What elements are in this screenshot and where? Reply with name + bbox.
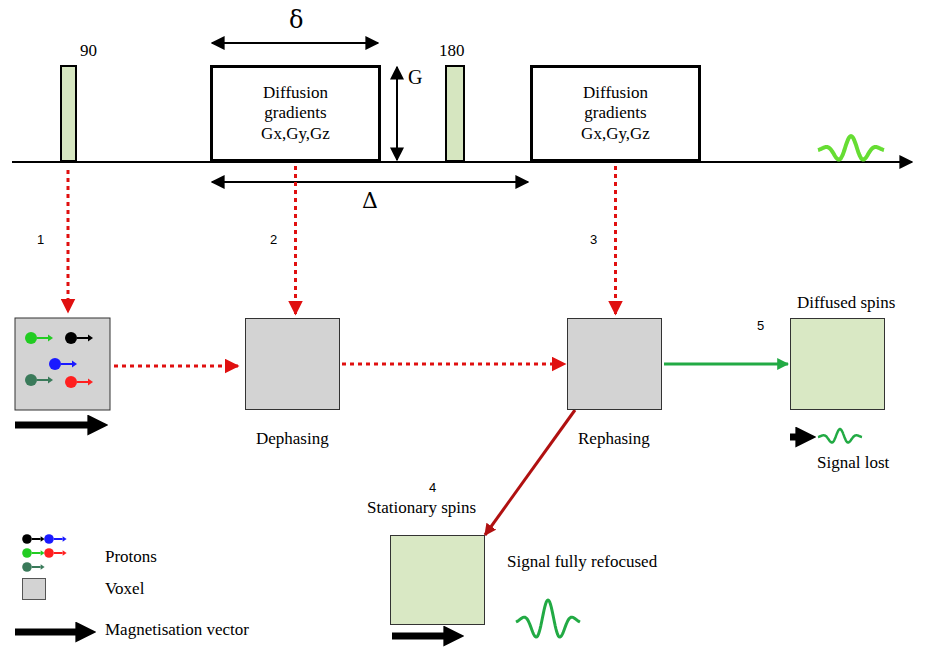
legend-text: Voxel bbox=[105, 579, 144, 599]
flow-arrow bbox=[342, 363, 565, 366]
spin-arrow bbox=[54, 538, 63, 540]
node-caption: 90 bbox=[80, 41, 97, 61]
magnetisation-arrow bbox=[392, 633, 456, 640]
spin-arrow bbox=[32, 552, 41, 554]
proton bbox=[44, 534, 54, 544]
spin-arrowhead bbox=[88, 335, 93, 342]
gradient-box: Diffusion gradients Gx,Gy,Gz bbox=[210, 65, 381, 162]
voxel-box: Stationary spinsSignal fully refocused bbox=[390, 535, 485, 625]
callout-number: 3 bbox=[590, 232, 597, 247]
spin-arrow bbox=[77, 381, 88, 383]
node-caption: Dephasing bbox=[256, 429, 329, 449]
spin-arrow bbox=[32, 538, 41, 540]
signal-echo bbox=[818, 429, 862, 443]
gradient-box: Diffusion gradients Gx,Gy,Gz bbox=[530, 65, 701, 162]
signal-echo bbox=[516, 600, 580, 637]
magnetisation-arrow bbox=[15, 422, 100, 429]
voxel-box bbox=[15, 318, 110, 410]
node-caption: 180 bbox=[439, 41, 465, 61]
spin-arrowhead bbox=[88, 379, 93, 386]
spin-arrowhead bbox=[63, 536, 67, 542]
callout-number: 5 bbox=[757, 318, 764, 333]
big-delta-arrow bbox=[212, 181, 528, 183]
proton bbox=[65, 332, 77, 344]
separation-label: Δ bbox=[362, 188, 378, 213]
dotted-arrow bbox=[114, 365, 238, 368]
spin-arrow bbox=[77, 337, 88, 339]
signal-echo bbox=[818, 136, 884, 160]
proton bbox=[22, 548, 32, 558]
legend-swatch bbox=[22, 578, 46, 600]
node-caption: Signal fully refocused bbox=[507, 552, 657, 572]
proton bbox=[25, 374, 37, 386]
node-caption: Stationary spins bbox=[367, 498, 476, 518]
callout-number: 2 bbox=[270, 232, 277, 247]
flow-arrow bbox=[485, 410, 575, 535]
dotted-arrow bbox=[67, 170, 70, 312]
voxel-box: Rephasing bbox=[567, 318, 662, 410]
spin-arrowhead bbox=[63, 550, 67, 556]
spin-arrow bbox=[37, 379, 48, 381]
duration-label: δ bbox=[289, 6, 303, 34]
flow-arrow bbox=[294, 166, 297, 314]
magnetisation-arrow bbox=[790, 434, 808, 441]
box-label: Diffusion gradients Gx,Gy,Gz bbox=[561, 83, 671, 144]
callout-number: 1 bbox=[37, 232, 44, 247]
node-caption: Diffused spins bbox=[797, 293, 895, 313]
spin-arrowhead bbox=[41, 550, 45, 556]
legend-text: Magnetisation vector bbox=[105, 620, 249, 640]
proton bbox=[22, 562, 32, 572]
node-caption: Signal lost bbox=[817, 453, 889, 473]
node-caption: Rephasing bbox=[578, 429, 650, 449]
amplitude-arrow bbox=[396, 67, 398, 160]
spin-arrow bbox=[54, 552, 63, 554]
spin-arrow bbox=[37, 337, 48, 339]
spin-arrow bbox=[61, 363, 72, 365]
amplitude-label: G bbox=[408, 66, 422, 89]
rf-pulse: 180 bbox=[445, 65, 465, 162]
box-label: Diffusion gradients Gx,Gy,Gz bbox=[241, 83, 351, 144]
proton bbox=[25, 332, 37, 344]
rf-pulse: 90 bbox=[60, 65, 77, 162]
spin-arrow bbox=[32, 566, 41, 568]
proton bbox=[22, 534, 32, 544]
flow-arrow bbox=[664, 363, 788, 366]
flow-arrow bbox=[614, 166, 617, 314]
proton bbox=[65, 376, 77, 388]
voxel-box: Dephasing bbox=[245, 318, 340, 410]
delta-arrow bbox=[212, 42, 378, 44]
legend-text: Protons bbox=[105, 547, 157, 567]
proton bbox=[44, 548, 54, 558]
spin-arrowhead bbox=[48, 335, 53, 342]
spin-arrowhead bbox=[72, 361, 77, 368]
legend-magnetisation-arrow bbox=[15, 629, 88, 636]
spin-arrowhead bbox=[48, 377, 53, 384]
voxel-box: Diffused spinsSignal lost bbox=[790, 318, 885, 410]
spin-arrowhead bbox=[41, 536, 45, 542]
spin-arrowhead bbox=[41, 564, 45, 570]
proton bbox=[49, 358, 61, 370]
callout-number: 4 bbox=[429, 480, 436, 495]
